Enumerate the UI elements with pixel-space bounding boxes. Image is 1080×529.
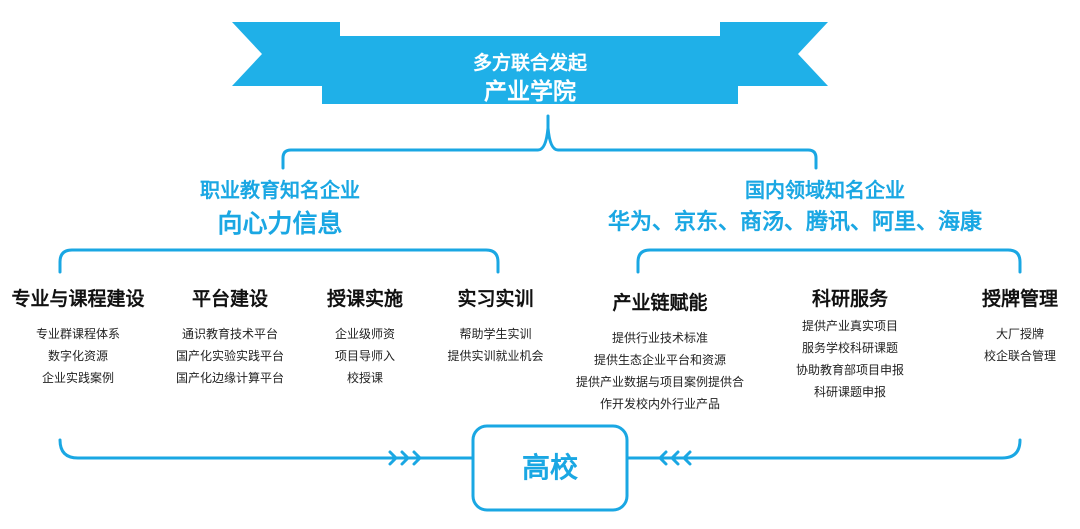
banner-title-line2: 产业学院 (484, 79, 576, 105)
column-item: 提供产业数据与项目案例提供合 (575, 375, 744, 389)
column-item: 提供实训就业机会 (447, 349, 544, 363)
left-group-subtitle: 向心力信息 (217, 209, 343, 238)
banner-right-tail (720, 22, 828, 86)
column-item: 提供行业技术标准 (611, 331, 708, 345)
column-item: 服务学校科研课题 (801, 341, 898, 355)
column-platform: 平台建设 通识教育技术平台 国产化实验实践平台 国产化边缘计算平台 (160, 284, 300, 389)
banner-title-line1: 多方联合发起 (472, 52, 587, 74)
right-group-title: 国内领域知名企业 (745, 178, 905, 202)
column-title: 授课实施 (326, 288, 403, 310)
column-title: 平台建设 (191, 288, 268, 310)
column-item: 国产化实验实践平台 (175, 349, 284, 363)
column-item: 企业级师资 (334, 327, 395, 341)
center-box (471, 424, 629, 512)
column-item: 国产化边缘计算平台 (175, 371, 284, 385)
column-industry-empowerment: 产业链赋能 提供行业技术标准 提供生态企业平台和资源 提供产业数据与项目案例提供… (560, 288, 760, 415)
column-item: 帮助学生实训 (459, 327, 532, 341)
column-item: 提供生态企业平台和资源 (593, 353, 726, 367)
left-group-title: 职业教育知名企业 (200, 178, 360, 202)
column-item: 校授课 (346, 371, 383, 385)
top-brace (281, 114, 818, 170)
column-curriculum: 专业与课程建设 专业群课程体系 数字化资源 企业实践案例 (0, 284, 156, 389)
column-item: 专业群课程体系 (35, 327, 120, 341)
column-title: 实习实训 (457, 288, 534, 310)
column-item: 提供产业真实项目 (801, 319, 898, 333)
column-item: 作开发校内外行业产品 (599, 397, 720, 411)
column-license-management: 授牌管理 大厂授牌 校企联合管理 (960, 284, 1080, 367)
column-item: 大厂授牌 (995, 327, 1044, 341)
column-research-service: 科研服务 提供产业真实项目 服务学校科研课题 协助教育部项目申报 科研课题申报 (775, 284, 925, 403)
column-internship: 实习实训 帮助学生实训 提供实训就业机会 (428, 284, 563, 367)
arrow-right-icon (412, 450, 422, 466)
column-item: 通识教育技术平台 (181, 327, 278, 341)
column-item: 协助教育部项目申报 (795, 363, 904, 377)
column-item: 数字化资源 (47, 349, 108, 363)
banner-left-tail (232, 22, 340, 86)
banner-face (322, 36, 738, 104)
column-item: 校企联合管理 (983, 349, 1056, 363)
column-title: 科研服务 (811, 288, 888, 310)
arrow-right-icon (400, 450, 410, 466)
right-group-subtitle: 华为、京东、商汤、腾讯、阿里、海康 (607, 210, 982, 235)
arrow-right-icon (388, 450, 398, 466)
arrow-left-icon (658, 450, 668, 466)
column-title: 产业链赋能 (612, 292, 708, 314)
column-title: 授牌管理 (981, 288, 1058, 310)
column-item: 企业实践案例 (41, 371, 114, 385)
column-teaching: 授课实施 企业级师资 项目导师入 校授课 (305, 284, 425, 389)
arrow-left-icon (682, 450, 692, 466)
arrow-left-icon (670, 450, 680, 466)
column-item: 科研课题申报 (813, 385, 886, 399)
column-title: 专业与课程建设 (11, 288, 145, 310)
bottom-left-connector (58, 438, 475, 460)
left-group-brace (58, 248, 500, 274)
center-label: 高校 (521, 451, 578, 484)
right-group-brace (636, 248, 1022, 274)
bottom-right-connector (625, 438, 1022, 460)
column-item: 项目导师入 (334, 349, 395, 363)
